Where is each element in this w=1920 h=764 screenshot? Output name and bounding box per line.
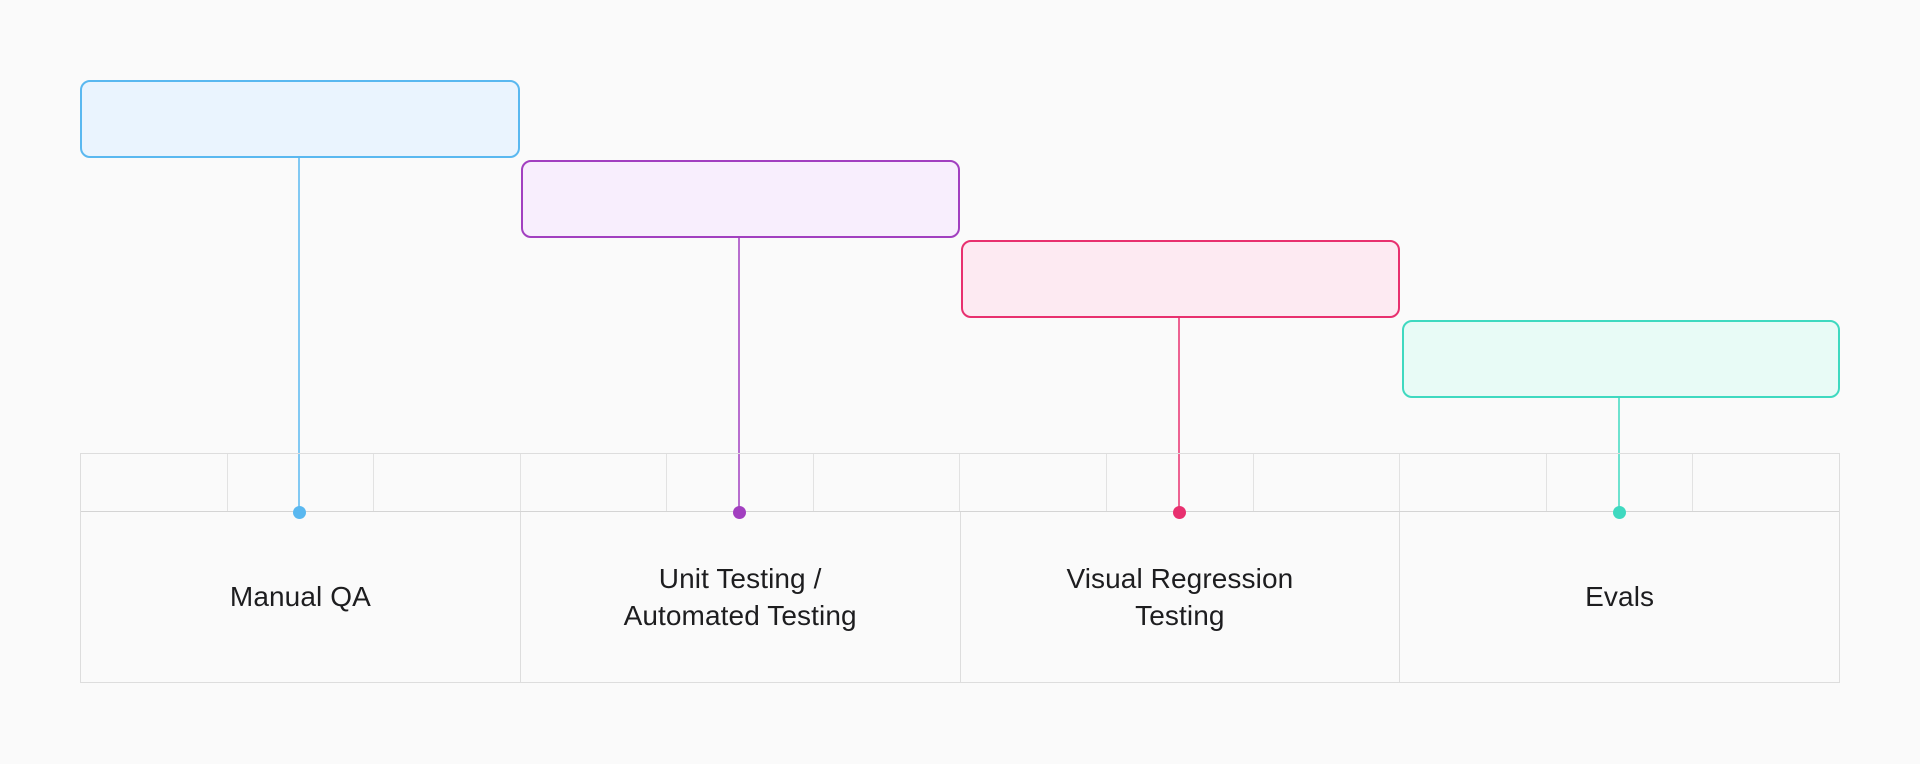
timeline-tick-cell [374, 454, 521, 511]
timeline-tick-cell [81, 454, 228, 511]
timeline-tick-cell [228, 454, 375, 511]
timeline-label-cell-0[interactable]: Manual QA [81, 512, 521, 683]
timeline-tick-cell [1107, 454, 1254, 511]
timeline-label-cell-1[interactable]: Unit Testing / Automated Testing [521, 512, 961, 683]
timeline-tick-cell [1400, 454, 1547, 511]
timeline-tick-cell [814, 454, 961, 511]
timeline-tick-cell [667, 454, 814, 511]
evals-box[interactable] [1402, 320, 1840, 398]
timeline-tick-cell [1254, 454, 1401, 511]
timeline-table: Manual QA Unit Testing / Automated Testi… [80, 453, 1840, 683]
timeline-label-row: Manual QA Unit Testing / Automated Testi… [81, 512, 1839, 683]
visual-regression-connector-dot [1172, 505, 1186, 519]
manual-qa-connector-dot [292, 505, 306, 519]
timeline-label-cell-3[interactable]: Evals [1585, 581, 1655, 613]
timeline-tick-cell [960, 454, 1108, 511]
evals-connector-line [1618, 398, 1620, 512]
timeline-tick-cell [521, 454, 668, 511]
timeline-tick-row [81, 454, 1839, 512]
timeline-tick-cell [1547, 454, 1694, 511]
timeline-label-cell-2[interactable]: Visual Regression Testing [961, 512, 1401, 683]
visual-regression-connector-line [1178, 318, 1180, 512]
manual-qa-box[interactable] [80, 80, 520, 158]
unit-testing-connector-dot [732, 505, 746, 519]
visual-regression-box[interactable] [961, 240, 1400, 318]
unit-testing-connector-line [738, 238, 740, 512]
evals-connector-dot [1612, 505, 1626, 519]
timeline-tick-cell [1693, 454, 1839, 511]
unit-testing-box[interactable] [521, 160, 960, 238]
manual-qa-connector-line [298, 158, 300, 512]
